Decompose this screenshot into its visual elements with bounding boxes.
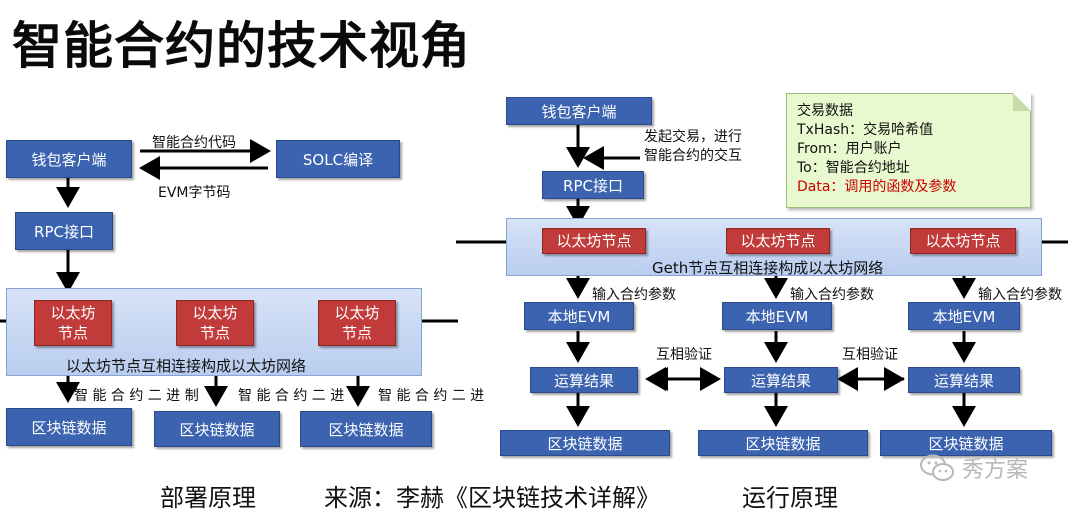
note-fold-corner	[1013, 93, 1031, 111]
right-chain-2[interactable]: 区块链数据	[698, 430, 868, 456]
right-result-1[interactable]: 运算结果	[530, 367, 638, 393]
right-result-2[interactable]: 运算结果	[724, 367, 838, 393]
right-network-label: Geth节点互相连接构成以太坊网络	[652, 259, 884, 277]
right-node-3[interactable]: 以太坊节点	[910, 228, 1016, 254]
left-node-2[interactable]: 以太坊 节点	[176, 300, 254, 346]
verify-label-2: 互相验证	[842, 347, 898, 363]
left-chain-2[interactable]: 区块链数据	[154, 411, 280, 447]
right-rpc-box[interactable]: RPC接口	[542, 171, 644, 199]
left-wallet-box[interactable]: 钱包客户端	[6, 140, 132, 178]
left-node-3[interactable]: 以太坊 节点	[318, 300, 396, 346]
footer-run-label: 运行原理	[742, 484, 838, 512]
input-label-2: 输入合约参数	[790, 287, 874, 303]
note-line-4: To：智能合约地址	[797, 160, 910, 176]
right-chain-1[interactable]: 区块链数据	[500, 430, 670, 456]
right-node-1[interactable]: 以太坊节点	[542, 228, 646, 254]
binary-label-2: 智 能 合 约 二 进	[238, 388, 345, 404]
bytecode-label: EVM字节码	[158, 185, 231, 201]
verify-label-1: 互相验证	[656, 347, 712, 363]
binary-label-1: 智 能 合 约 二 进 制	[74, 388, 199, 404]
footer-source-label: 来源：李赫《区块链技术详解》	[324, 484, 660, 512]
right-evm-2[interactable]: 本地EVM	[722, 302, 832, 330]
note-line-1: 交易数据	[797, 103, 853, 119]
note-line-2: TxHash：交易哈希值	[797, 122, 934, 138]
right-evm-3[interactable]: 本地EVM	[908, 302, 1020, 330]
footer-deploy-label: 部署原理	[160, 484, 256, 512]
right-result-3[interactable]: 运算结果	[908, 367, 1020, 393]
note-line-3: From：用户账户	[797, 141, 902, 157]
right-node-2[interactable]: 以太坊节点	[726, 228, 830, 254]
left-rpc-box[interactable]: RPC接口	[15, 212, 113, 250]
watermark: 秀方案	[920, 452, 1028, 484]
initiate-label-1: 发起交易，进行	[644, 129, 742, 145]
left-network-label: 以太坊节点互相连接构成以太坊网络	[66, 357, 307, 375]
watermark-text: 秀方案	[962, 458, 1029, 483]
input-label-1: 输入合约参数	[592, 287, 676, 303]
left-chain-1[interactable]: 区块链数据	[6, 408, 132, 446]
right-wallet-box[interactable]: 钱包客户端	[506, 97, 652, 125]
binary-label-3: 智 能 合 约 二 进	[378, 388, 485, 404]
page-title: 智能合约的技术视角	[12, 17, 471, 75]
left-node-1[interactable]: 以太坊 节点	[34, 300, 112, 346]
solc-box[interactable]: SOLC编译	[276, 140, 400, 178]
right-evm-1[interactable]: 本地EVM	[524, 302, 634, 330]
code-label: 智能合约代码	[152, 135, 236, 151]
wechat-icon	[920, 454, 954, 481]
left-chain-3[interactable]: 区块链数据	[300, 411, 432, 447]
input-label-3: 输入合约参数	[978, 287, 1062, 303]
initiate-label-2: 智能合约的交互	[644, 148, 742, 164]
right-chain-3[interactable]: 区块链数据	[880, 430, 1052, 456]
note-line-5: Data：调用的函数及参数	[797, 179, 957, 195]
transaction-note: 交易数据 TxHash：交易哈希值 From：用户账户 To：智能合约地址 Da…	[786, 93, 1031, 208]
